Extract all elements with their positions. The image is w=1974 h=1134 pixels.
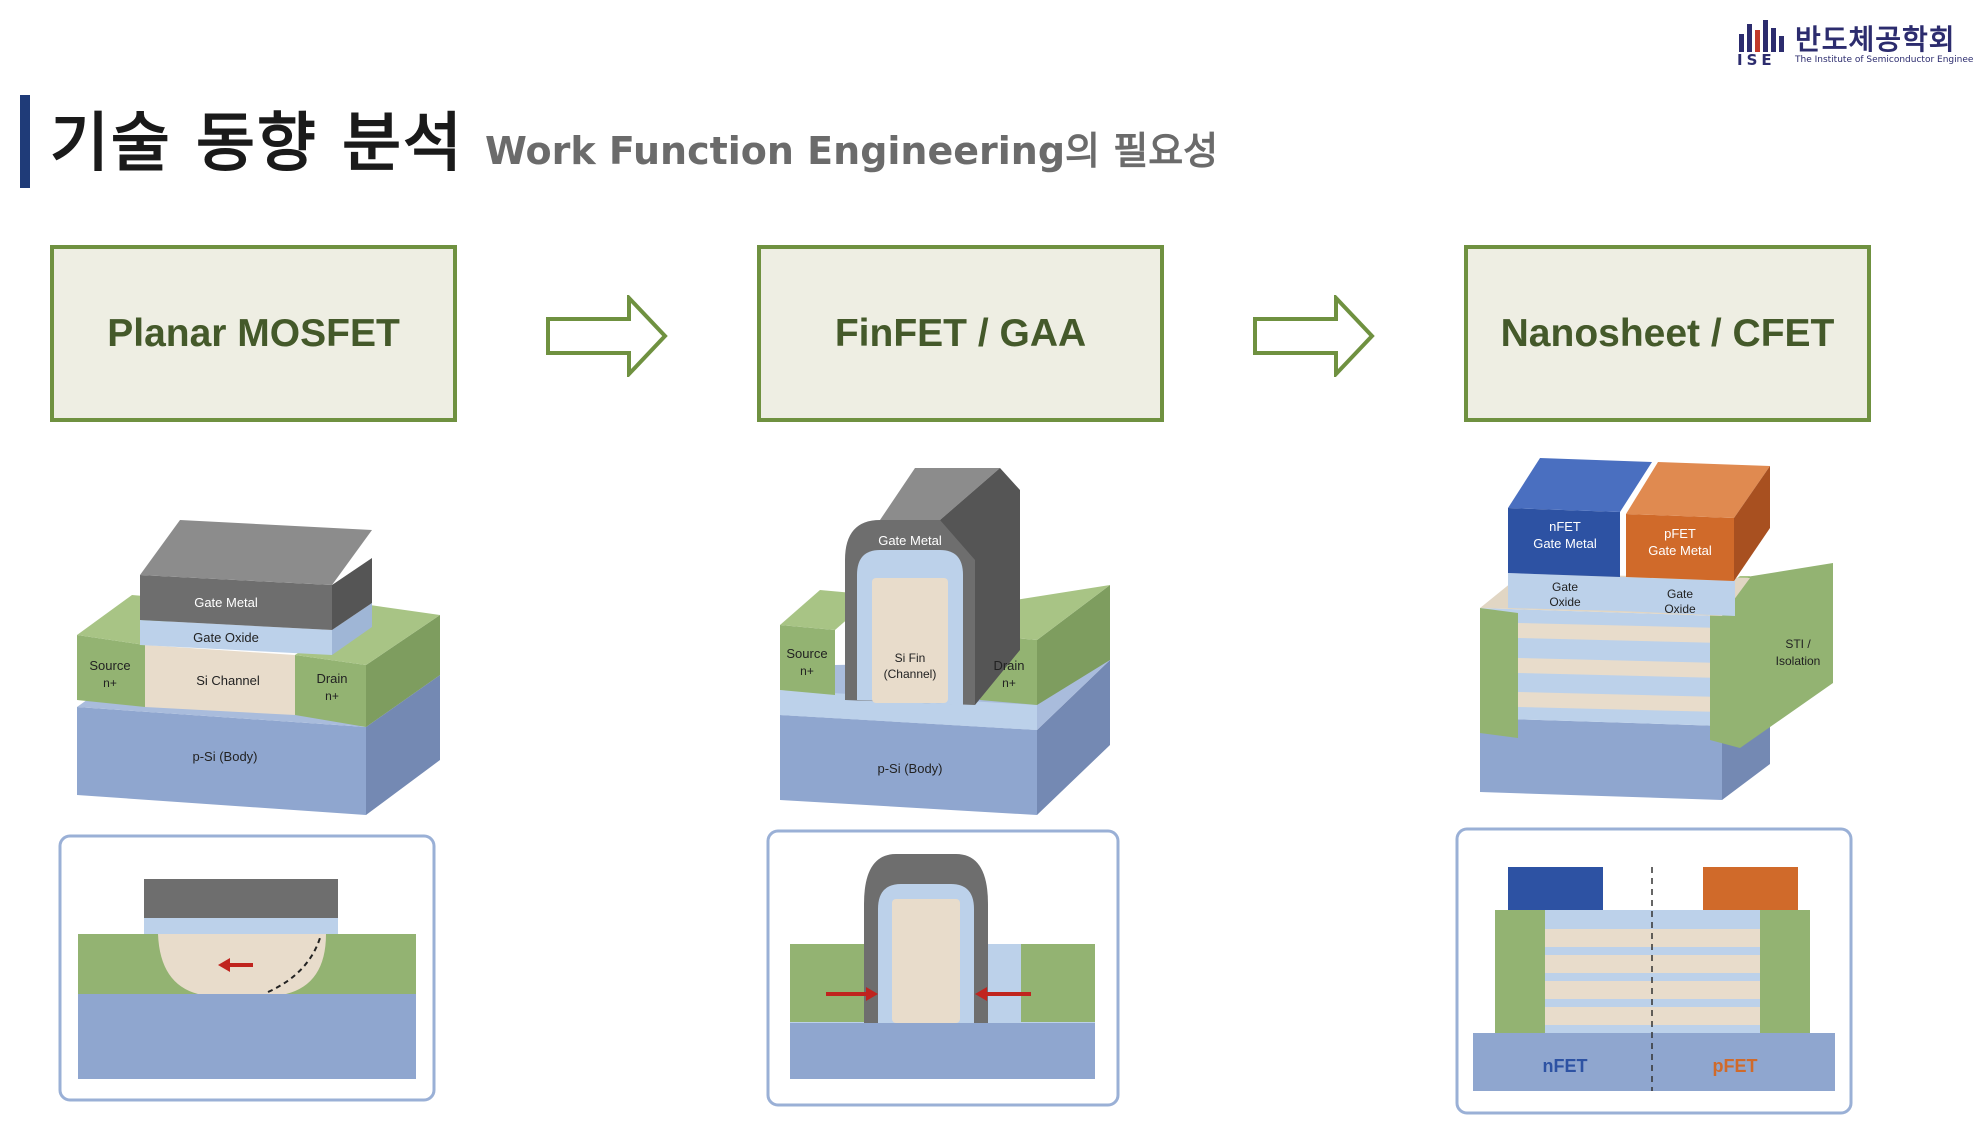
right-arrow-icon [1253,295,1375,377]
planar-source [77,635,145,707]
ise-logo-mark-icon [1739,20,1784,52]
finfet-3d-diagram: Gate Metal Si Fin (Channel) Source n+ Dr… [780,468,1110,815]
finfet-source-label: Source [786,646,827,661]
logo-korean-text: 반도체공학회 [1795,23,1956,56]
planar-channel-label: Si Channel [196,673,260,688]
planar-drain [295,655,366,727]
nfet-label: nFET [1549,519,1581,534]
stage-box-nanosheet: Nanosheet / CFET [1464,245,1871,422]
stage-label-finfet: FinFET / GAA [834,311,1087,355]
nfet-gate-metal [1508,508,1620,577]
pfet-gate-metal-label: Gate Metal [1648,543,1712,558]
nanosheet-layer [1518,623,1722,643]
right-arrow-icon [546,295,668,377]
stage-box-planar: Planar MOSFET [50,245,457,422]
pfet-gate-metal [1626,514,1734,581]
nfet-oxide-sublabel: Oxide [1549,595,1581,609]
nfet-gate-metal-label: Gate Metal [1533,536,1597,551]
page-title: 기술 동향 분석 [50,107,464,181]
finfet-fin-sublabel: (Channel) [884,667,937,681]
planar-gate-oxide [140,620,332,655]
finfet-source-doping-label: n+ [800,664,814,678]
ise-logo: 반도체공학회 ISE The Institute of Semiconducto… [1737,18,1974,70]
planar-body-label: p-Si (Body) [192,749,257,764]
cross-section-pfet-label: pFET [1713,1056,1758,1076]
planar-source-doping-label: n+ [103,676,117,690]
planar-mosfet-3d-diagram: Gate Metal Gate Oxide Source n+ Si Chann… [77,520,440,815]
page-subtitle: Work Function Engineering의 필요성 [485,129,1219,173]
finfet-drain-label: Drain [993,658,1024,673]
planar-gate-oxide-label: Gate Oxide [193,630,259,645]
pfet-label: pFET [1664,526,1696,541]
nanosheet-3d-diagram: nFET Gate Metal pFET Gate Metal Gate Oxi… [1480,458,1833,800]
finfet-gate-metal-label: Gate Metal [878,533,942,548]
pfet-oxide-sublabel: Oxide [1664,602,1696,616]
planar-cross-section [58,834,436,1102]
finfet-fin-label: Si Fin [895,651,926,665]
nanosheet-layer [1518,692,1722,712]
logo-abbr: ISE [1737,51,1776,69]
nanosheet-body [1480,718,1722,800]
title-accent-bar [20,95,30,188]
stage-box-finfet: FinFET / GAA [757,245,1164,422]
planar-gate-metal-label: Gate Metal [194,595,258,610]
nanosheet-sti [1710,563,1833,748]
finfet-cross-section [766,829,1120,1107]
planar-drain-doping-label: n+ [325,689,339,703]
finfet-drain-doping-label: n+ [1002,676,1016,690]
nanosheet-layer [1518,658,1722,678]
finfet-body-label: p-Si (Body) [877,761,942,776]
sti-label: STI / [1785,637,1811,651]
planar-channel [145,645,295,715]
cross-section-nfet-label: nFET [1543,1056,1588,1076]
planar-gate-metal [140,575,332,630]
planar-drain-label: Drain [316,671,347,686]
nanosheet-cross-section: nFET pFET [1455,827,1853,1115]
sti-sublabel: Isolation [1776,654,1821,668]
pfet-oxide-label: Gate [1667,587,1693,601]
finfet-body [780,715,1037,815]
nanosheet-gate-oxide-p [1620,577,1735,616]
logo-english-text: The Institute of Semiconductor Engineers [1795,55,1974,65]
nfet-oxide-label: Gate [1552,580,1578,594]
stage-label-nanosheet: Nanosheet / CFET [1500,311,1835,355]
planar-source-label: Source [89,658,130,673]
planar-body [77,707,366,815]
finfet-fin [872,578,948,703]
finfet-source [780,625,835,695]
nanosheet-gate-oxide-n [1508,573,1620,611]
stage-label-planar: Planar MOSFET [107,311,400,355]
